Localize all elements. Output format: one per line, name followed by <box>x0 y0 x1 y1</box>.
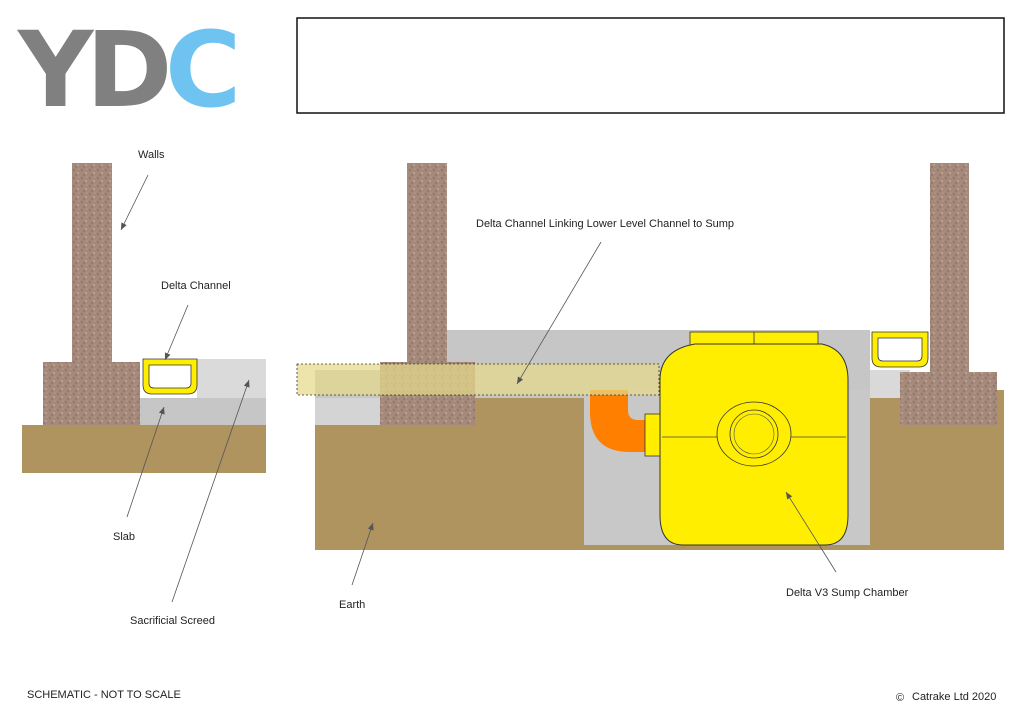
left-screed <box>197 359 266 398</box>
right-delta-channel <box>871 331 929 368</box>
label-earth: Earth <box>339 599 365 611</box>
footer-note: SCHEMATIC - NOT TO SCALE <box>27 689 181 701</box>
footer-copyright: Catrake Ltd 2020 <box>912 691 996 703</box>
sump-chamber <box>659 331 849 546</box>
main-section-detail <box>296 163 1004 550</box>
copyright-symbol: © <box>896 692 904 704</box>
arrow-slab <box>126 406 165 518</box>
arrow-earth <box>351 522 374 586</box>
label-linking-channel: Delta Channel Linking Lower Level Channe… <box>476 218 734 230</box>
label-delta-channel: Delta Channel <box>161 280 231 292</box>
logo-letter-y: Y <box>16 9 95 131</box>
arrow-screed <box>171 379 250 603</box>
left-section-detail <box>22 163 266 473</box>
arrow-delta-channel <box>164 304 189 361</box>
orange-pipe <box>590 390 656 452</box>
arrow-linking-channel <box>516 241 602 385</box>
arrow-sump <box>785 491 837 573</box>
linking-channel <box>296 363 660 396</box>
ydc-logo: Y D C <box>16 9 241 131</box>
left-wall <box>43 163 140 425</box>
middle-wall <box>380 163 475 425</box>
left-delta-channel <box>142 358 198 395</box>
label-walls: Walls <box>138 149 165 161</box>
logo-letter-c: C <box>165 9 241 131</box>
label-slab: Slab <box>113 531 135 543</box>
arrow-walls <box>120 174 149 231</box>
label-sump-chamber: Delta V3 Sump Chamber <box>786 587 909 599</box>
logo-letter-d: D <box>86 9 172 131</box>
title-box <box>296 17 1005 114</box>
main-screed-left <box>315 398 385 425</box>
leader-lines <box>120 174 837 603</box>
sump-inlet-inner <box>729 409 779 459</box>
label-sacrificial-screed: Sacrificial Screed <box>130 615 215 627</box>
right-wall <box>900 163 997 425</box>
